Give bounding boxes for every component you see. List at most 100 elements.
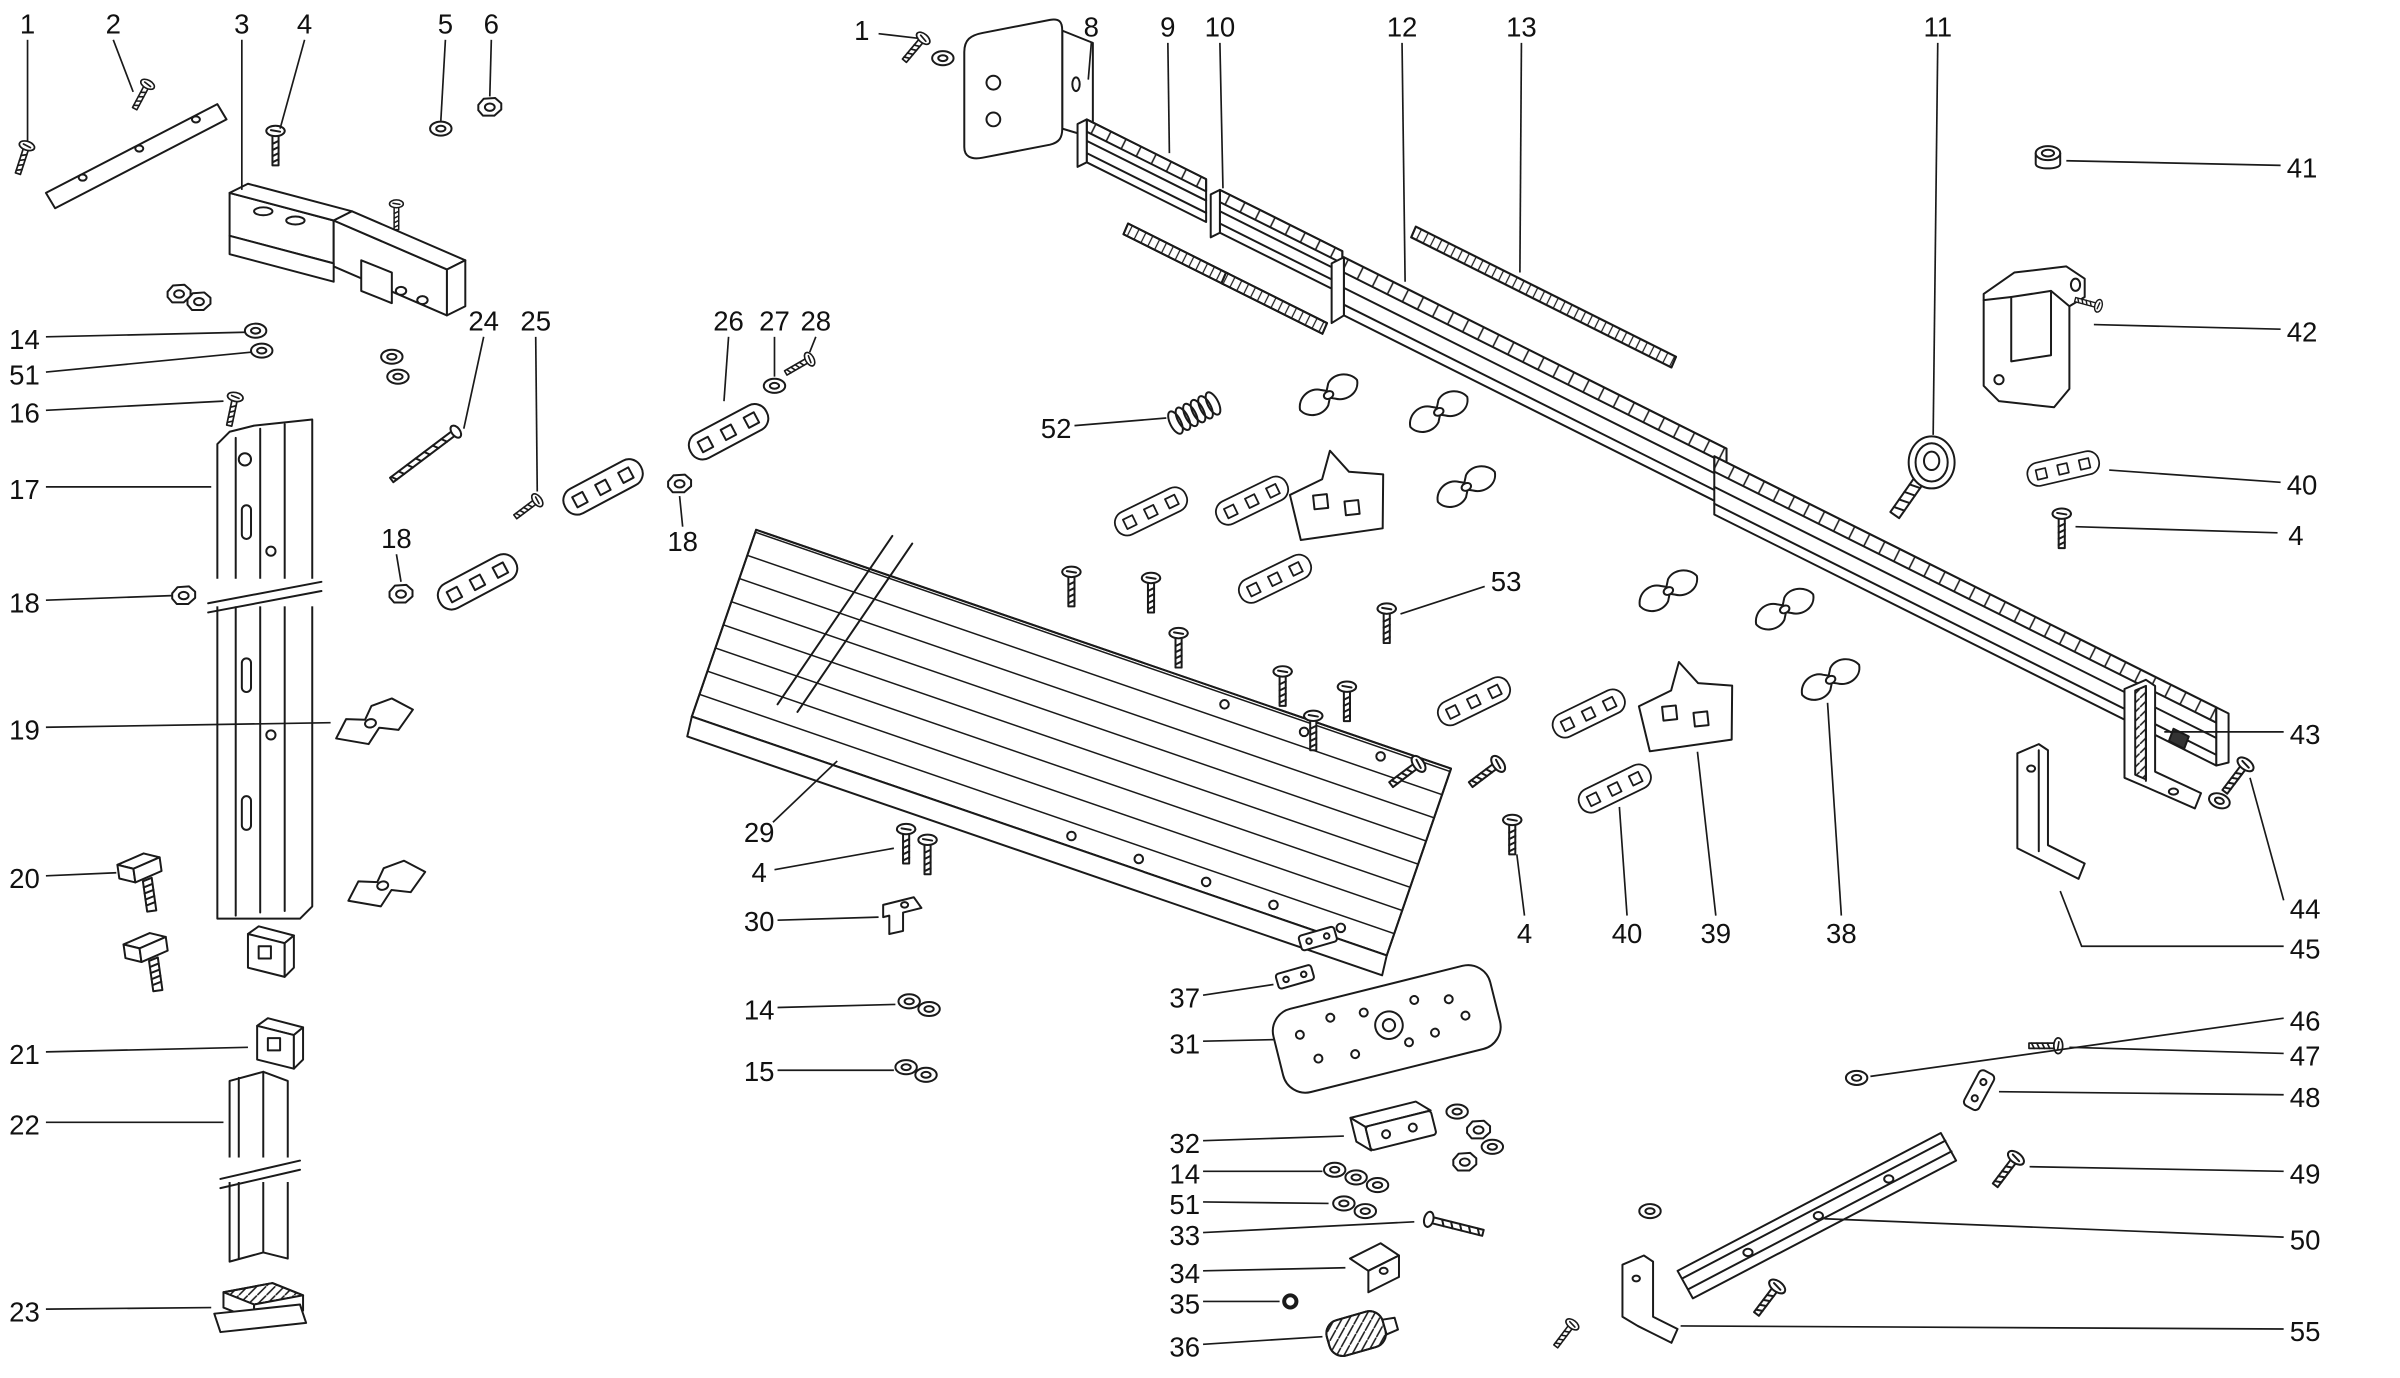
part-number-label: 20 [9,863,40,894]
part-number-label: 13 [1506,12,1537,43]
leader-line [1203,1266,1346,1272]
part-number-label: 51 [9,359,40,390]
leader-line [1519,42,1523,273]
part-number-label: 24 [468,306,499,337]
part-number-label: 37 [1169,982,1200,1013]
part-number-label: 6 [484,9,499,40]
leader-line [1516,854,1526,916]
part-number-label: 40 [2287,470,2318,501]
part-number-label: 45 [2290,933,2321,964]
leader-line [878,32,919,40]
part-mounting-plate-31 [1271,964,1502,1094]
part-number-label: 15 [744,1056,775,1087]
part-number-label: 1 [854,15,869,46]
leader-line [112,39,134,93]
part-guide-rail-section-1 [1330,256,1728,508]
leader-line [45,331,245,338]
washer-icon [386,368,410,385]
washer-icon [897,993,921,1010]
washer-icon [1445,1103,1469,1120]
part-number-label: 33 [1169,1220,1200,1251]
leader-line [1219,42,1224,189]
part-number-label: 32 [1169,1128,1200,1159]
leader-line [439,39,447,122]
part-number-label: 46 [2290,1005,2321,1036]
part-number-label: 34 [1169,1258,1200,1289]
part-clip-30 [882,896,923,935]
part-number-label: 36 [1169,1332,1200,1363]
part-number-label: 18 [9,587,40,618]
part-rail-segment-9 [1076,118,1208,224]
part-number-label: 2 [106,9,121,40]
nut-icon [1452,1151,1478,1172]
part-number-label: 11 [1923,12,1952,43]
part-number-label: 14 [744,995,775,1026]
part-mounting-bar [44,103,228,210]
part-number-label: 4 [1517,918,1532,949]
leader-line [2249,777,2285,901]
part-scale-strip-long [1410,225,1678,369]
part-number-label: 51 [1169,1189,1200,1220]
slide-block-icon [256,1017,305,1070]
washer-icon [1844,1069,1869,1086]
washer-icon [931,50,955,67]
part-number-label: 9 [1160,12,1175,43]
washer-icon [914,1066,938,1083]
washer-icon [1332,1195,1356,1212]
leader-line [2093,323,2281,331]
leader-line [45,594,172,602]
washer-icon [429,120,453,137]
slide-block-icon [246,925,295,978]
leader-line [1824,1217,2284,1238]
part-number-label: 22 [9,1110,40,1141]
leader-line [45,400,224,412]
part-number-label: 35 [1169,1289,1200,1320]
part-angle-bracket-45 [2016,743,2086,880]
part-number-label: 40 [1612,918,1643,949]
leader-line [777,916,879,922]
part-number-label: 8 [1084,12,1099,43]
part-number-label: 12 [1387,12,1418,43]
part-number-label: 48 [2290,1082,2321,1113]
nut-icon [388,583,414,604]
part-plate-48 [1962,1069,1996,1112]
part-number-label: 16 [9,398,40,429]
leader-line [1696,751,1717,916]
washer-icon [250,342,274,359]
leader-line [1401,42,1406,282]
part-number-label: 23 [9,1296,40,1327]
part-number-label: 44 [2290,894,2321,925]
washer-icon [762,377,787,394]
part-number-label: 19 [9,715,40,746]
part-clamp-housing-42 [1982,265,2086,409]
part-number-label: 43 [2290,719,2321,750]
leader-line [678,495,684,527]
part-fence-bar-50 [1676,1132,1958,1300]
part-cap-41 [2034,145,2062,170]
leader-line [534,336,539,492]
part-carriage-bracket [228,182,467,317]
leader-lines [26,32,2285,1346]
washer-icon [1480,1138,1505,1155]
nut-icon [1466,1119,1492,1140]
part-number-label: 18 [667,526,698,557]
part-number-label: 4 [752,857,767,888]
part-bracket-34 [1349,1242,1400,1294]
leader-line [1203,1038,1274,1042]
leader-line [1203,1220,1415,1234]
leader-line [1618,806,1628,916]
part-vertical-rail [207,418,323,920]
part-number-label: 53 [1491,566,1522,597]
washer-icon [1365,1177,1390,1194]
leader-line [395,554,402,582]
leader-line [1932,42,1939,435]
part-guide-rail-section-2 [1713,455,2230,767]
washer-icon [1353,1203,1378,1220]
part-number-label: 25 [520,306,551,337]
part-number-label: 17 [9,474,40,505]
part-number-label: 27 [759,306,790,337]
part-number-label: 14 [9,324,40,355]
